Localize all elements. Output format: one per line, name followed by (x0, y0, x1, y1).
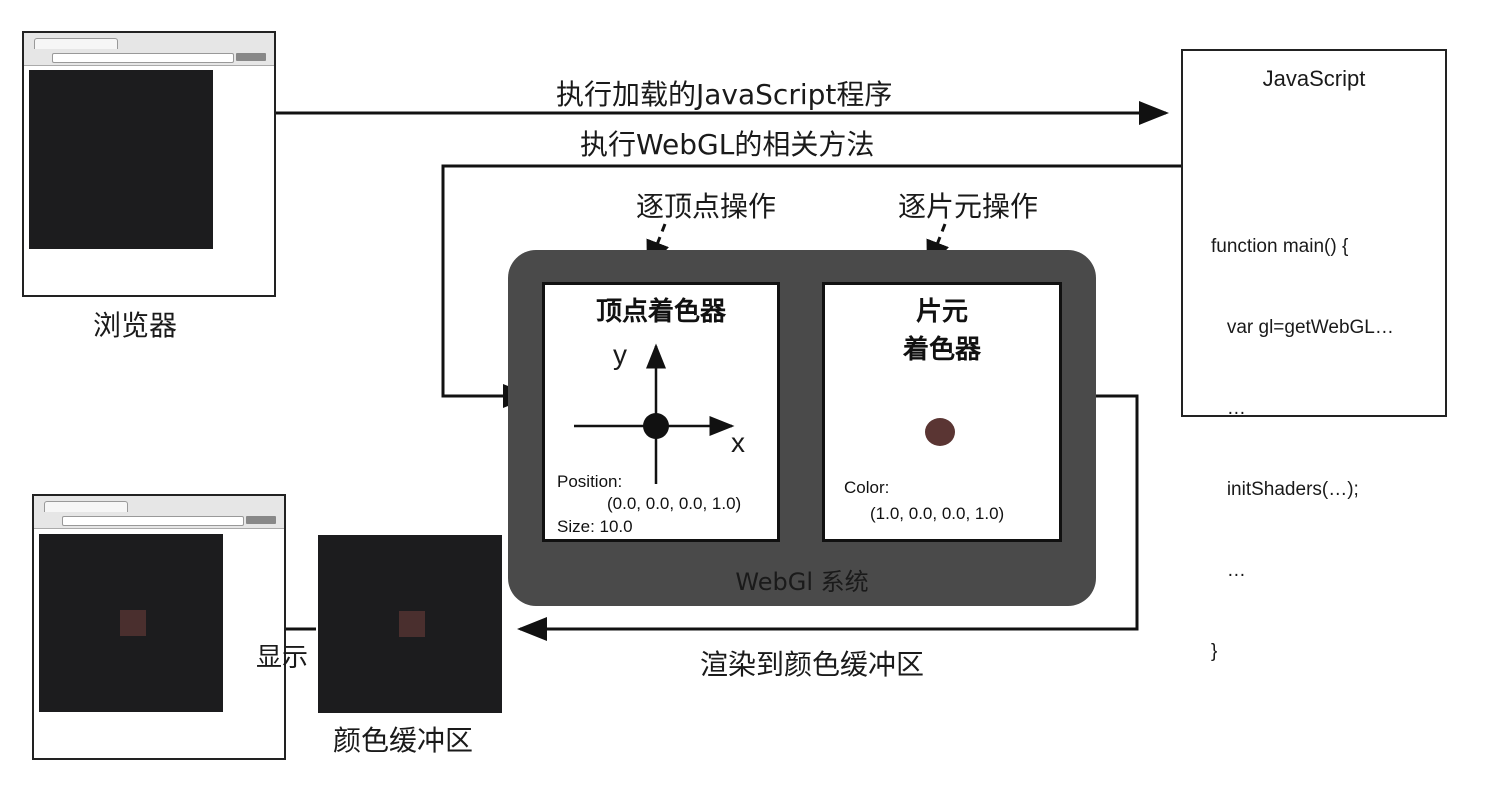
code-line: … (1211, 560, 1246, 581)
code-line: function main() { (1211, 236, 1349, 257)
exec-js-label: 执行加载的JavaScript程序 (556, 78, 893, 111)
code-line: initShaders(…); (1211, 479, 1359, 500)
fragment-shader-title-line2: 着色器 (902, 335, 981, 365)
display-label: 显示 (256, 643, 309, 673)
browser-toolbar (24, 33, 274, 66)
vertex-axes-diagram (574, 343, 735, 484)
rendered-point (120, 610, 146, 636)
browser-tab (44, 501, 128, 512)
arrow-js-to-vertex-shader (441, 164, 1181, 408)
address-bar (62, 516, 244, 526)
vertex-point (643, 413, 669, 439)
code-line: var gl=getWebGL… (1211, 317, 1394, 338)
javascript-code: function main() { var gl=getWebGL… … ini… (1211, 179, 1394, 719)
position-label: Position: (557, 472, 623, 491)
dashed-pointer-vertex (646, 223, 669, 271)
color-buffer-label: 颜色缓冲区 (333, 724, 474, 757)
code-line: } (1211, 641, 1218, 662)
browser-tab (34, 38, 118, 49)
javascript-box: JavaScript function main() { var gl=getW… (1181, 49, 1447, 662)
toolbar-buttons-icon (246, 516, 276, 524)
webgl-canvas (39, 534, 223, 712)
position-value: (0.0, 0.0, 0.0, 1.0) (607, 494, 742, 513)
vertex-shader-box: 顶点着色器 y x Position: (0.0, 0.0, 0.0, 1.0)… (542, 282, 780, 542)
browser-window-top (22, 31, 276, 297)
javascript-title: JavaScript (1262, 66, 1366, 91)
buffer-point (399, 611, 425, 637)
toolbar-buttons-icon (236, 53, 266, 61)
render-to-buffer-label: 渲染到颜色缓冲区 (700, 648, 925, 681)
address-bar (52, 53, 234, 63)
code-line: … (1211, 398, 1246, 419)
arrow-fragment-to-buffer (517, 394, 1139, 641)
color-buffer (318, 535, 502, 713)
per-fragment-label: 逐片元操作 (898, 190, 1039, 223)
per-vertex-label: 逐顶点操作 (636, 190, 777, 223)
exec-webgl-label: 执行WebGL的相关方法 (580, 128, 875, 161)
x-axis-label: x (731, 427, 745, 458)
color-value: (1.0, 0.0, 0.0, 1.0) (870, 504, 1005, 523)
vertex-shader-title: 顶点着色器 (595, 297, 726, 327)
dashed-pointer-fragment (926, 223, 949, 271)
fragment-shader-box: 片元 着色器 Color: (1.0, 0.0, 0.0, 1.0) (822, 282, 1062, 542)
y-axis-label: y (613, 339, 627, 370)
browser-label: 浏览器 (93, 309, 178, 342)
browser-toolbar (34, 496, 284, 529)
fragment-shader-title-line1: 片元 (915, 297, 968, 327)
size-value: Size: 10.0 (557, 517, 633, 536)
fragment-point (925, 418, 955, 446)
webgl-canvas (29, 70, 213, 249)
webgl-system-label: WebGl 系统 (735, 568, 869, 596)
color-label: Color: (844, 478, 890, 497)
browser-window-bottom (32, 494, 286, 760)
